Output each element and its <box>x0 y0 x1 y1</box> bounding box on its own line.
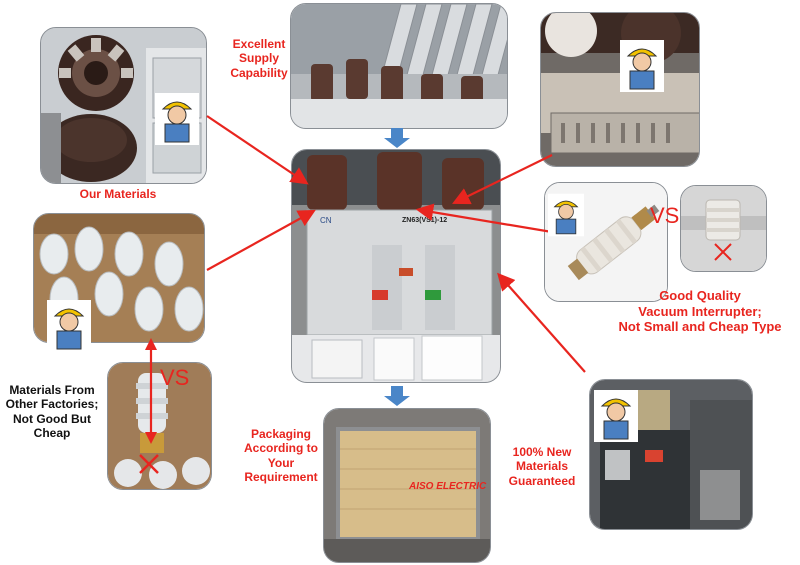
other-factories-label: Materials From Other Factories; Not Good… <box>5 383 99 441</box>
engineer-icon <box>594 390 638 442</box>
breaker-model: ZN63(VS1)-12 <box>402 217 448 224</box>
engineer-icon <box>155 93 199 145</box>
engineer-icon <box>620 40 664 92</box>
excellent-supply-label: Excellent Supply Capability <box>230 37 288 80</box>
good-interrupter-photo <box>544 182 668 302</box>
vs-label-left: VS <box>160 365 190 390</box>
packaging-crate-photo: AISO ELECTRIC <box>323 408 491 563</box>
small-interrupter-photo <box>680 185 767 272</box>
good-quality-label: Good Quality Vacuum Interrupter; Not Sma… <box>618 288 782 335</box>
packaging-label: Packaging According to Your Requirement <box>244 427 318 485</box>
new-materials-label: 100% New Materials Guaranteed <box>508 445 576 488</box>
breaker-panel-photo: CN ZN63(VS1)-12 <box>291 149 501 383</box>
crate-brand: AISO ELECTRIC <box>409 481 487 492</box>
engineer-icon <box>548 193 584 237</box>
our-materials-label: Our Materials <box>79 187 157 201</box>
engineer-icon <box>47 300 91 352</box>
new-materials-photo <box>589 379 753 530</box>
vs-label-right: VS <box>650 203 680 228</box>
other-factories-photo <box>33 213 205 343</box>
breaker-brand: CN <box>320 216 332 225</box>
supply-capability-photo <box>290 3 508 129</box>
